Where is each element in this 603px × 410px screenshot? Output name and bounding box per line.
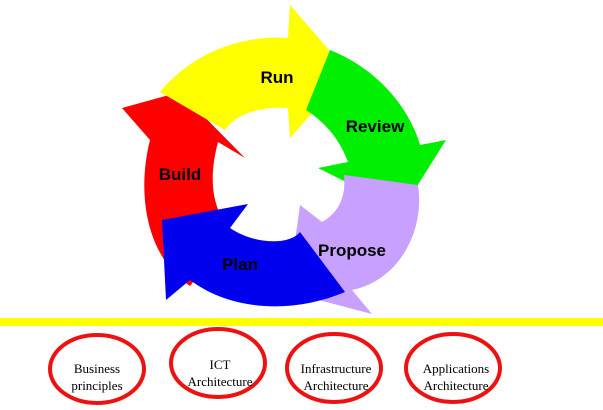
cycle: Run Review Propose Plan Build — [122, 5, 446, 314]
oval-infrastructure-architecture: Infrastructure Architecture — [285, 332, 383, 404]
segment-label-review: Review — [346, 117, 405, 136]
oval-applications-architecture: Applications Architecture — [404, 332, 502, 404]
oval-ict-architecture: ICT Architecture — [169, 327, 267, 399]
oval-outline — [48, 333, 146, 405]
oval-line2: principles — [71, 378, 122, 393]
oval-outline — [404, 332, 502, 404]
oval-line2: Architecture — [424, 378, 489, 393]
oval-outline — [169, 327, 267, 399]
divider-bar — [0, 318, 603, 326]
oval-line1: ICT — [210, 357, 231, 372]
oval-line2: Architecture — [304, 378, 369, 393]
oval-line1: Business — [74, 361, 120, 376]
oval-outline — [285, 332, 383, 404]
plan-arrow — [162, 204, 345, 307]
oval-line1: Applications — [423, 361, 489, 376]
segment-label-plan: Plan — [222, 255, 258, 274]
run-arrow — [160, 5, 348, 138]
segment-label-run: Run — [260, 68, 293, 87]
oval-line1: Infrastructure — [301, 361, 372, 376]
segment-label-propose: Propose — [318, 241, 386, 260]
review-arrow — [306, 50, 446, 210]
oval-line2: Architecture — [188, 374, 253, 389]
segment-label-build: Build — [159, 165, 202, 184]
oval-business-principles: Business principles — [48, 333, 146, 405]
architecture-ovals: Business principles ICT Architecture Inf… — [48, 327, 502, 405]
